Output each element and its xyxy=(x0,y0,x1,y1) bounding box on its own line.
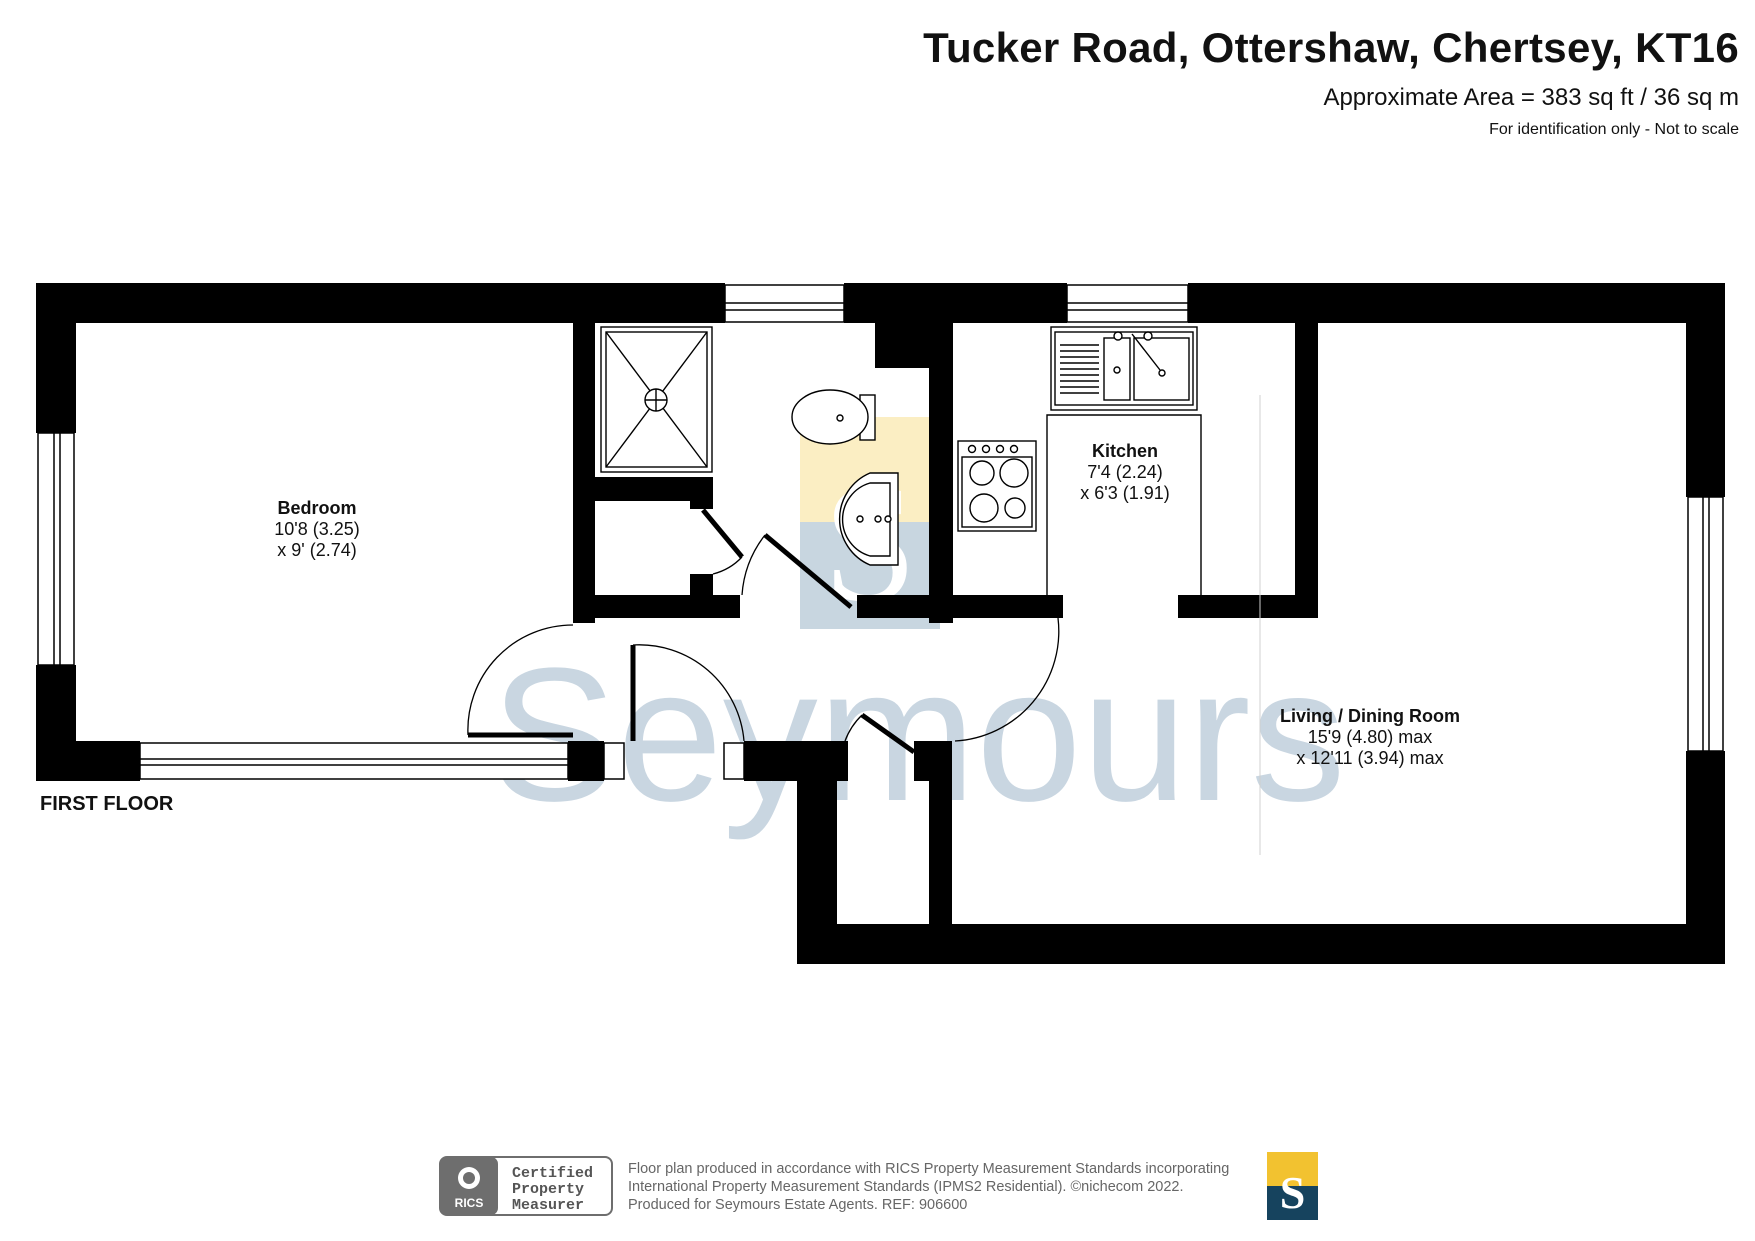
walls xyxy=(36,283,1725,964)
room-bedroom: Bedroom 10'8 (3.25) x 9' (2.74) xyxy=(262,498,372,561)
approximate-area: Approximate Area = 383 sq ft / 36 sq m xyxy=(1323,84,1739,111)
rics-label: RICS xyxy=(455,1196,484,1210)
room-dim: 10'8 (3.25) xyxy=(274,519,360,539)
room-living-dining: Living / Dining Room 15'9 (4.80) max x 1… xyxy=(1260,706,1480,769)
room-dim: x 12'11 (3.94) max xyxy=(1296,748,1444,768)
cert-line-1: Certified xyxy=(512,1165,593,1182)
logo-letter: S xyxy=(1280,1167,1306,1218)
room-name: Living / Dining Room xyxy=(1280,706,1460,726)
room-dim: x 6'3 (1.91) xyxy=(1080,483,1170,503)
shower-tray xyxy=(600,326,713,473)
drainer-grooves xyxy=(1060,344,1099,394)
cert-line-2: Property xyxy=(512,1181,584,1198)
watermark-text: Seymours xyxy=(490,629,1345,841)
room-dim: x 9' (2.74) xyxy=(277,540,357,560)
hob xyxy=(957,440,1037,532)
scale-note: For identification only - Not to scale xyxy=(1489,121,1739,138)
toilet xyxy=(791,389,876,445)
kitchen-sink xyxy=(1050,326,1198,411)
property-title: Tucker Road, Ottershaw, Chertsey, KT16 xyxy=(923,24,1739,71)
room-dim: 15'9 (4.80) max xyxy=(1307,727,1433,747)
seymours-logo: S xyxy=(1267,1152,1318,1220)
wash-basin xyxy=(838,472,899,566)
room-kitchen: Kitchen 7'4 (2.24) x 6'3 (1.91) xyxy=(1065,441,1185,504)
cert-line-3: Measurer xyxy=(512,1197,584,1214)
doors xyxy=(467,508,1060,755)
kitchen-counter xyxy=(1046,395,1261,855)
footer-line-3: Produced for Seymours Estate Agents. REF… xyxy=(628,1197,968,1213)
footer-disclaimer: Floor plan produced in accordance with R… xyxy=(628,1160,1229,1214)
room-dim: 7'4 (2.24) xyxy=(1087,462,1163,482)
room-name: Kitchen xyxy=(1091,441,1158,461)
rics-badge: RICS Certified Property Measurer xyxy=(439,1156,613,1216)
footer-line-2: International Property Measurement Stand… xyxy=(628,1179,1184,1195)
windows xyxy=(37,284,1724,780)
floor-label: FIRST FLOOR xyxy=(40,793,174,815)
room-name: Bedroom xyxy=(277,498,357,518)
footer-line-1: Floor plan produced in accordance with R… xyxy=(628,1161,1230,1177)
